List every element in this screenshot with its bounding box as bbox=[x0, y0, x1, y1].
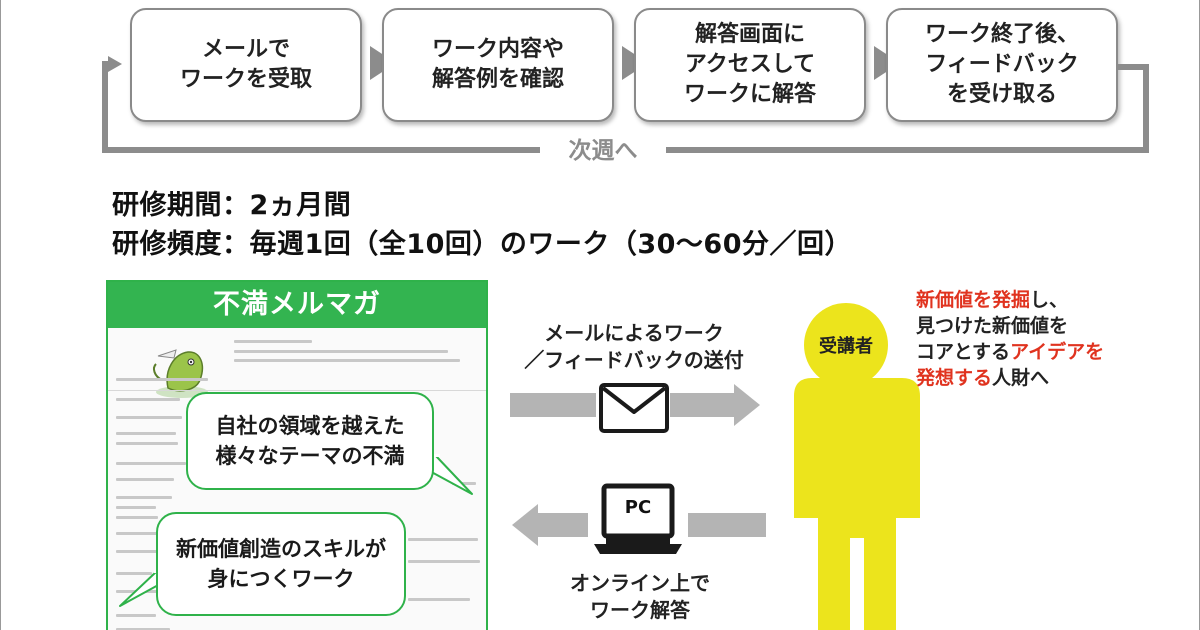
loop-left-vertical bbox=[102, 61, 108, 153]
speech-bubble-skills-text: 新価値創造のスキルが 身につくワーク bbox=[176, 537, 386, 591]
newsletter-title: 不満メルマガ bbox=[108, 282, 486, 328]
newsletter-text-line bbox=[408, 598, 470, 601]
speech-bubble-themes-text: 自社の領域を越えた 様々なテーマの不満 bbox=[215, 414, 405, 468]
newsletter-text-line bbox=[116, 614, 156, 617]
talent-text-4: 人財へ bbox=[992, 367, 1050, 389]
talent-description: 新価値を発掘し、 見つけた新価値を コアとするアイデアを 発想する人財へ bbox=[916, 287, 1104, 391]
flow-step-4-text: ワーク終了後、 フィードバック を受け取る bbox=[924, 22, 1079, 107]
newsletter-text-line bbox=[234, 359, 460, 362]
newsletter-text-line bbox=[116, 496, 172, 499]
newsletter-text-line bbox=[116, 442, 178, 445]
send-label: メールによるワーク ／フィードバックの送付 bbox=[524, 321, 744, 372]
newsletter-text-line bbox=[408, 560, 480, 563]
talent-red-conceive: 発想する bbox=[916, 367, 993, 389]
answer-arrow-bar-left bbox=[536, 513, 588, 537]
flow-step-1-text: メールで ワークを受取 bbox=[179, 37, 312, 92]
send-arrowhead bbox=[734, 384, 760, 426]
answer-arrowhead bbox=[512, 504, 538, 546]
send-arrow-bar-right bbox=[670, 393, 736, 417]
laptop-icon bbox=[594, 483, 682, 554]
flow-step-3: 解答画面に アクセスして ワークに解答 bbox=[634, 8, 866, 122]
newsletter-text-line bbox=[116, 416, 182, 419]
speech-bubble-themes: 自社の領域を越えた 様々なテーマの不満 bbox=[186, 392, 434, 490]
talent-text-1: し、 bbox=[1030, 289, 1069, 311]
newsletter-text-line bbox=[116, 398, 180, 401]
trainee-label: 受講者 bbox=[819, 336, 873, 357]
newsletter-text-line bbox=[116, 478, 174, 481]
loop-label: 次週へ bbox=[540, 136, 666, 166]
talent-text-3: コアとする bbox=[916, 341, 1011, 363]
answer-arrow-bar-right bbox=[688, 513, 766, 537]
newsletter-text-line bbox=[452, 482, 476, 485]
newsletter-text-line bbox=[116, 432, 176, 435]
newsletter-text-line bbox=[116, 378, 208, 381]
talent-line-1: 新価値を発掘し、 bbox=[916, 287, 1104, 313]
envelope-icon bbox=[599, 383, 669, 433]
speech-bubble-skills: 新価値創造のスキルが 身につくワーク bbox=[156, 512, 406, 616]
flow-step-1: メールで ワークを受取 bbox=[130, 8, 362, 122]
newsletter-text-line bbox=[408, 538, 478, 541]
training-frequency: 研修頻度：毎週1回（全10回）のワーク（30～60分／回） bbox=[112, 229, 853, 260]
loop-arrowhead bbox=[108, 56, 122, 72]
newsletter-text-line bbox=[116, 628, 170, 630]
newsletter-text-line bbox=[116, 506, 156, 509]
flow-step-3-text: 解答画面に アクセスして ワークに解答 bbox=[683, 22, 816, 107]
pc-label: PC bbox=[624, 497, 652, 518]
talent-line-2: 見つけた新価値を bbox=[916, 315, 1069, 337]
talent-red-discover: 新価値を発掘 bbox=[916, 289, 1031, 311]
training-period: 研修期間：2ヵ月間 bbox=[112, 190, 352, 221]
flow-step-2-text: ワーク内容や 解答例を確認 bbox=[431, 37, 564, 92]
answer-label: オンライン上で ワーク解答 bbox=[570, 571, 710, 622]
flow-step-2: ワーク内容や 解答例を確認 bbox=[382, 8, 614, 122]
send-arrow-bar-left bbox=[510, 393, 596, 417]
newsletter-text-line bbox=[234, 340, 312, 343]
newsletter-text-line bbox=[116, 516, 158, 519]
trainee-body bbox=[794, 378, 920, 630]
newsletter-text-line bbox=[116, 532, 182, 535]
flow-step-4: ワーク終了後、 フィードバック を受け取る bbox=[886, 8, 1118, 122]
newsletter-text-line bbox=[234, 350, 448, 353]
newsletter-divider bbox=[108, 390, 486, 391]
newsletter-text-line bbox=[116, 462, 186, 465]
loop-right-vertical bbox=[1143, 66, 1149, 152]
loop-right-stub bbox=[1118, 64, 1149, 70]
talent-line-4: 発想する人財へ bbox=[916, 365, 1104, 391]
newsletter-text-line bbox=[116, 550, 166, 553]
newsletter-text-line bbox=[116, 572, 152, 575]
talent-line-3: コアとするアイデアを bbox=[916, 339, 1104, 365]
talent-red-ideas: アイデアを bbox=[1010, 341, 1105, 363]
trainee-head: 受講者 bbox=[804, 303, 888, 387]
frame-left-edge bbox=[0, 0, 1, 630]
